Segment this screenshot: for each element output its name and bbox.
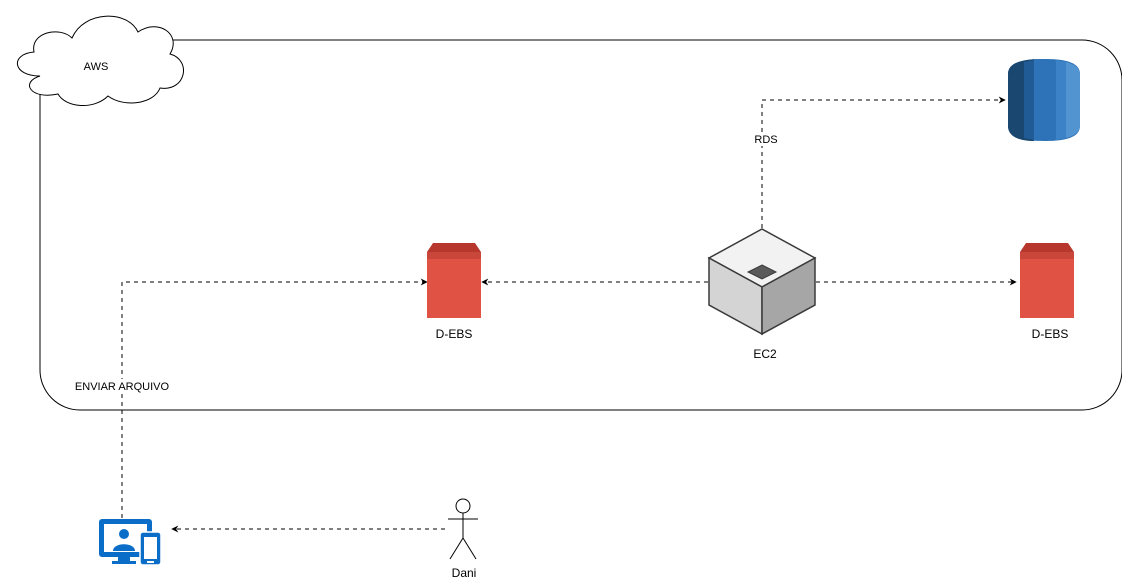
aws-cloud-label: AWS [84, 61, 109, 73]
edge-client-ebs-upload [121, 278, 428, 518]
rds-database-icon [1008, 59, 1080, 141]
ec2-instance-icon [707, 228, 817, 336]
user-actor-icon [448, 498, 478, 560]
ebs-right-label: D-EBS [1032, 327, 1069, 341]
edge-label-upload: ENVIAR ARQUIVO [75, 381, 170, 393]
edge-label-rds: RDS [754, 134, 777, 146]
ec2-label: EC2 [753, 347, 777, 361]
ebs-volume-icon-left [427, 243, 481, 318]
edge-ec2-rds [761, 96, 1006, 228]
ebs-left-label: D-EBS [436, 327, 473, 341]
client-devices-icon [99, 519, 162, 566]
user-label: Dani [452, 566, 477, 580]
aws-cloud: AWS [16, 15, 184, 106]
aws-boundary [39, 39, 1122, 411]
ebs-volume-icon-right [1020, 243, 1074, 318]
